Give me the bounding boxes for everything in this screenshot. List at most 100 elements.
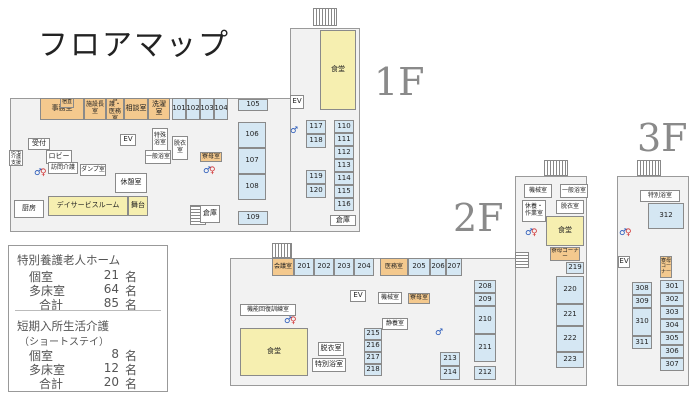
f2-changing2[interactable]: 脱衣室 <box>556 200 584 214</box>
f1-room-110[interactable]: 110 <box>334 120 354 133</box>
f1-room-107[interactable]: 107 <box>238 148 266 174</box>
f1-room-101[interactable]: 101 <box>172 98 186 120</box>
f1-changing[interactable]: 脱衣室 <box>172 136 188 160</box>
f2-room-208[interactable]: 208 <box>474 280 496 293</box>
f1-ev-2[interactable]: EV <box>120 134 136 146</box>
f1-room-108[interactable]: 108 <box>238 174 266 200</box>
f1-dining[interactable]: 食堂 <box>320 30 356 110</box>
row-count: 8 <box>111 347 119 361</box>
f2-changing[interactable]: 脱衣室 <box>318 342 344 356</box>
f3-room-312[interactable]: 312 <box>648 203 684 229</box>
f3-room-308[interactable]: 308 <box>632 282 652 295</box>
f1-room-112[interactable]: 112 <box>334 146 354 159</box>
f1-day-care-office[interactable]: 訪問介護 <box>48 162 78 174</box>
f2-dining2[interactable]: 食堂 <box>546 216 584 246</box>
f2-room-218[interactable]: 218 <box>364 364 382 376</box>
f2-room-221[interactable]: 221 <box>556 304 584 326</box>
f2-room-206[interactable]: 206 <box>430 258 446 276</box>
f2-room-202[interactable]: 202 <box>314 258 334 276</box>
f1-night-desk[interactable]: 宿直 <box>60 98 74 108</box>
f3-room-309[interactable]: 309 <box>632 295 652 308</box>
f2-room-220[interactable]: 220 <box>556 276 584 304</box>
f1-room-106[interactable]: 106 <box>238 122 266 148</box>
f2-room-212[interactable]: 212 <box>474 366 496 380</box>
f2-room-215[interactable]: 215 <box>364 328 382 340</box>
f2-rehab[interactable]: 機能回復訓練室 <box>240 304 296 316</box>
f2-room-205[interactable]: 205 <box>408 258 430 276</box>
f1-rest[interactable]: 休憩室 <box>115 173 147 193</box>
f2-room-217[interactable]: 217 <box>364 352 382 364</box>
f1-nurse[interactable]: 看護・医務室 <box>106 98 124 120</box>
f2-room-219[interactable]: 219 <box>566 262 584 274</box>
f1-room-102[interactable]: 102 <box>186 98 200 120</box>
f3-room-304[interactable]: 304 <box>660 319 684 332</box>
f1-room-118[interactable]: 118 <box>306 134 326 148</box>
f1-room-104[interactable]: 104 <box>214 98 228 120</box>
f2-machine2[interactable]: 機械室 <box>524 184 552 198</box>
f3-corner[interactable]: 寮母コーナー <box>660 256 672 278</box>
f1-room-115[interactable]: 115 <box>334 185 354 198</box>
f3-room-306[interactable]: 306 <box>660 345 684 358</box>
f2-room-211[interactable]: 211 <box>474 334 496 362</box>
f3-room-302[interactable]: 302 <box>660 293 684 306</box>
f1-staff-room[interactable]: 寮母室 <box>200 152 222 162</box>
f1-room-103[interactable]: 103 <box>200 98 214 120</box>
f3-room-305[interactable]: 305 <box>660 332 684 345</box>
f1-room-116[interactable]: 116 <box>334 198 354 211</box>
f2-meeting[interactable]: 会議室 <box>272 258 294 276</box>
f2-general-bath[interactable]: 一般浴室 <box>560 184 588 198</box>
f2-room-213[interactable]: 213 <box>440 352 460 366</box>
f2-quiet[interactable]: 静養室 <box>382 318 408 330</box>
f2-ev[interactable]: EV <box>350 290 366 302</box>
f1-general-bath[interactable]: 一般浴室 <box>145 150 171 164</box>
f2-room-203[interactable]: 203 <box>334 258 354 276</box>
f1-special-bath[interactable]: 特殊浴室 <box>152 128 168 152</box>
f2-room-216[interactable]: 216 <box>364 340 382 352</box>
f2-room-201[interactable]: 201 <box>294 258 314 276</box>
f1-reception[interactable]: 受付 <box>28 138 50 150</box>
f1-room-114[interactable]: 114 <box>334 172 354 185</box>
f1-meeting[interactable]: 相談室 <box>124 98 148 120</box>
f1-stage[interactable]: 舞台 <box>128 196 148 216</box>
f3-room-310[interactable]: 310 <box>632 308 652 336</box>
f3-room-307[interactable]: 307 <box>660 358 684 371</box>
f2-room-204[interactable]: 204 <box>354 258 374 276</box>
f2-dining[interactable]: 食堂 <box>240 328 308 376</box>
f2-room-222[interactable]: 222 <box>556 326 584 352</box>
f2-staff[interactable]: 寮母室 <box>408 293 430 304</box>
f1-day-service[interactable]: デイサービスルーム <box>48 196 128 216</box>
f1-room-105[interactable]: 105 <box>238 99 268 111</box>
f2-room-214[interactable]: 214 <box>440 366 460 380</box>
f3-room-303[interactable]: 303 <box>660 306 684 319</box>
row-type: 合計 <box>39 377 64 391</box>
f1-dump[interactable]: ダンプ室 <box>80 164 106 176</box>
f3-room-301[interactable]: 301 <box>660 280 684 293</box>
f2-rest-work[interactable]: 休養・作業室 <box>522 200 546 222</box>
f2-corner[interactable]: 寮母コーナー <box>550 247 580 261</box>
f2-room-209[interactable]: 209 <box>474 293 496 306</box>
f1-room-111[interactable]: 111 <box>334 133 354 146</box>
f1-home-care[interactable]: 居宅介護支援 <box>9 150 23 166</box>
longterm-row-multi: 多床室 64 名 <box>29 282 141 299</box>
f1-laundry[interactable]: 洗濯室 <box>148 98 170 120</box>
f1-warehouse[interactable]: 倉庫 <box>330 215 356 226</box>
f2-room-210[interactable]: 210 <box>474 306 496 334</box>
f1-room-117[interactable]: 117 <box>306 120 326 134</box>
f1-ev[interactable]: EV <box>290 95 304 109</box>
f1-room-113[interactable]: 113 <box>334 159 354 172</box>
f1-storage[interactable]: 倉庫 <box>200 205 220 223</box>
f2-room-207[interactable]: 207 <box>446 258 462 276</box>
f1-room-119[interactable]: 119 <box>306 170 326 184</box>
f1-facility-chief[interactable]: 施設長室 <box>84 98 106 120</box>
f3-special-bath[interactable]: 特別浴室 <box>640 190 680 202</box>
f3-ev[interactable]: EV <box>618 256 630 268</box>
f1-room-109[interactable]: 109 <box>238 211 268 225</box>
f1-kitchen[interactable]: 厨房 <box>14 200 44 218</box>
f2-machine[interactable]: 機械室 <box>378 292 402 304</box>
f2-medical[interactable]: 医務室 <box>380 258 408 276</box>
f2-restroom-female-icon-2: ♀ <box>531 228 538 238</box>
f1-room-120[interactable]: 120 <box>306 184 326 198</box>
f2-special-bath[interactable]: 特別浴室 <box>312 358 346 372</box>
f2-room-223[interactable]: 223 <box>556 352 584 368</box>
f3-room-311[interactable]: 311 <box>632 336 652 349</box>
